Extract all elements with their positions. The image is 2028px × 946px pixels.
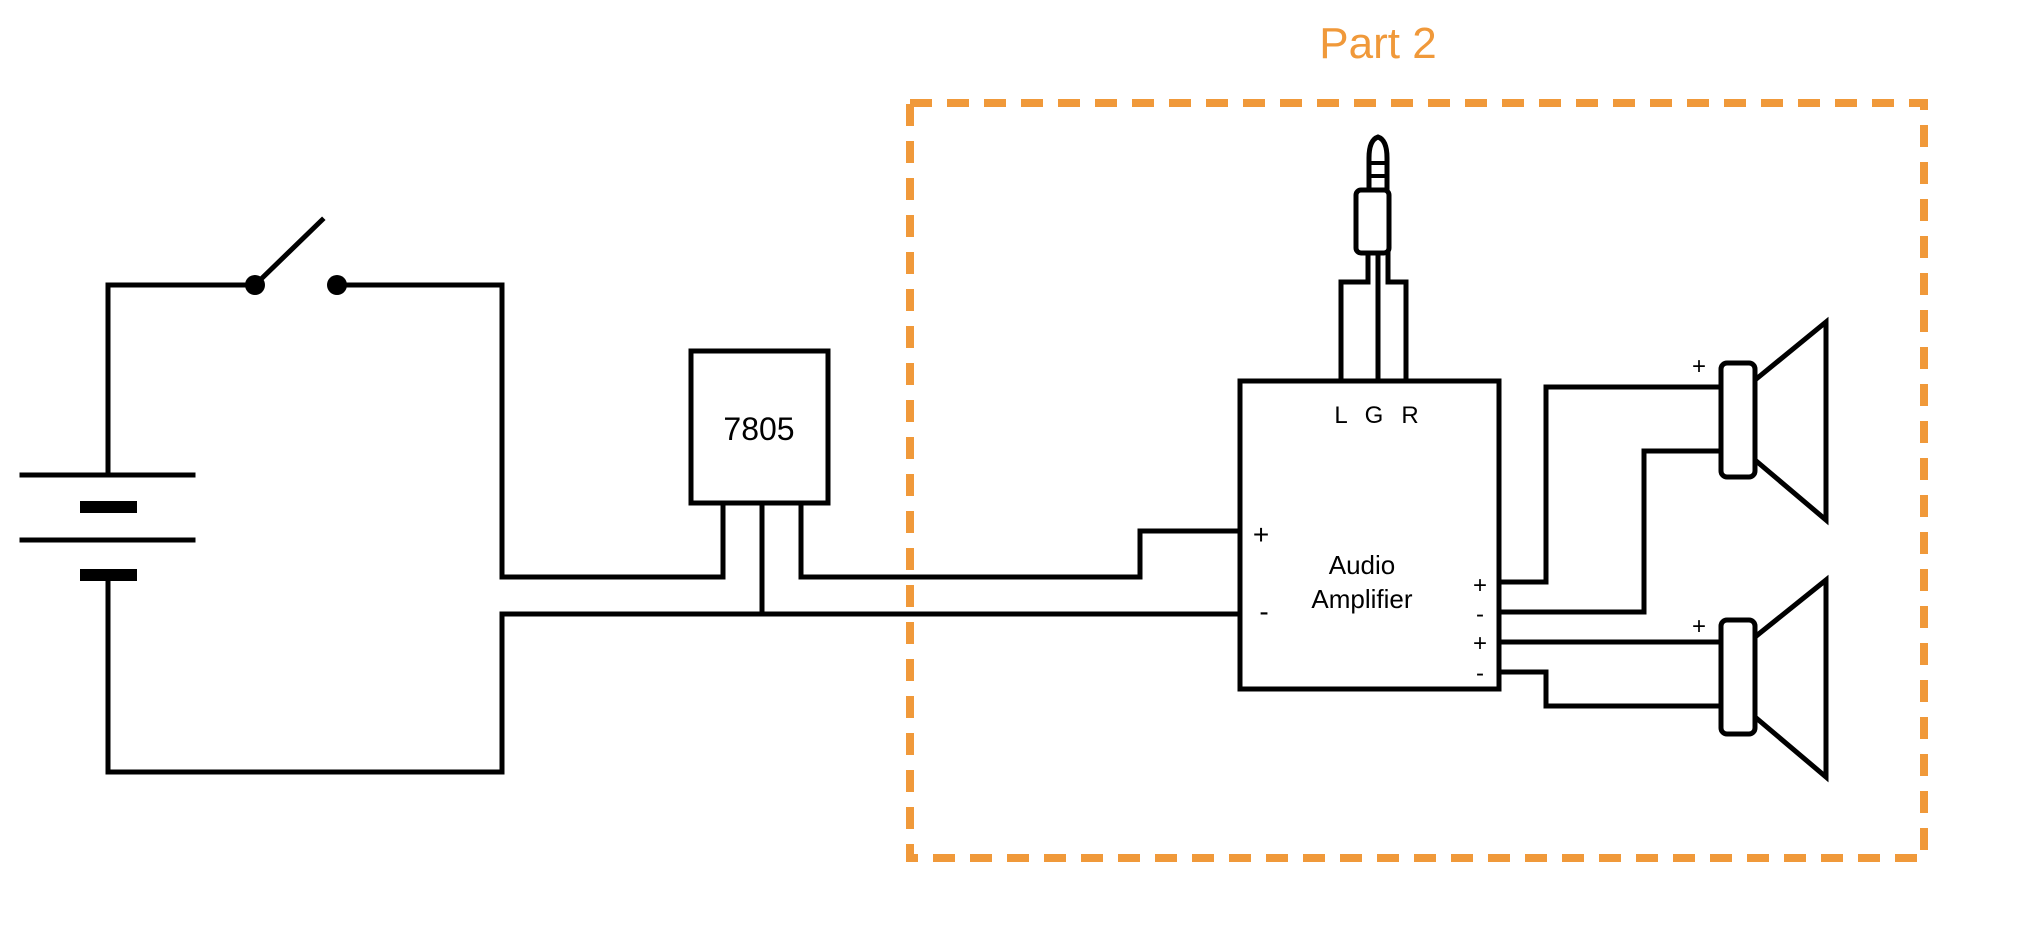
speaker-1-plus-label: + bbox=[1692, 353, 1706, 380]
wiring-speakers bbox=[1498, 384, 1725, 709]
audio-amplifier: L G R Audio Amplifier + - + - + - bbox=[1237, 378, 1502, 692]
speaker-icon bbox=[1718, 574, 1829, 783]
speaker-2-plus-label: + bbox=[1692, 613, 1706, 640]
output2-plus-label: + bbox=[1473, 630, 1487, 657]
audio-jack-icon bbox=[1338, 134, 1409, 384]
part-2-boundary bbox=[906, 99, 1928, 862]
wiring-left bbox=[105, 282, 1240, 775]
jack-pin-l-label: L bbox=[1334, 402, 1347, 429]
input-plus-label: + bbox=[1253, 519, 1269, 550]
output1-plus-label: + bbox=[1473, 572, 1487, 599]
regulator-label: 7805 bbox=[723, 411, 794, 447]
part-2-title: Part 2 bbox=[1319, 19, 1436, 68]
regulator-7805: 7805 bbox=[688, 348, 831, 506]
output1-minus-label: - bbox=[1476, 601, 1484, 628]
amplifier-label-line1: Audio bbox=[1329, 550, 1396, 580]
speaker-icon bbox=[1718, 316, 1829, 526]
battery-icon bbox=[19, 472, 196, 581]
input-minus-label: - bbox=[1259, 596, 1268, 627]
jack-pin-g-label: G bbox=[1365, 402, 1384, 429]
part-2-group: Part 2 bbox=[906, 19, 1928, 862]
amplifier-label-line2: Amplifier bbox=[1311, 584, 1412, 614]
switch-icon bbox=[245, 216, 347, 295]
output2-minus-label: - bbox=[1476, 660, 1484, 687]
jack-pin-r-label: R bbox=[1401, 402, 1418, 429]
